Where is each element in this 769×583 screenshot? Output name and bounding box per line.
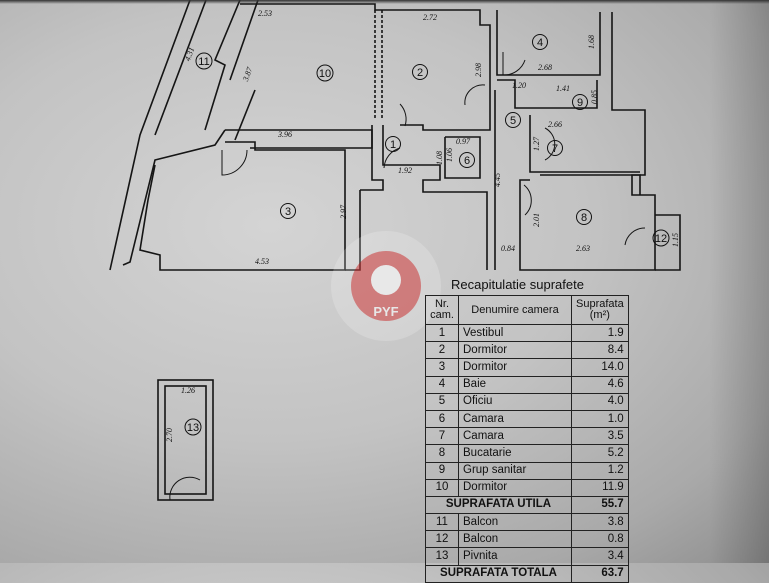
- watermark-logo: PYF: [331, 231, 441, 341]
- svg-text:2.97: 2.97: [339, 204, 348, 219]
- svg-text:1.27: 1.27: [532, 136, 541, 151]
- svg-text:4.53: 4.53: [255, 257, 269, 266]
- room-label-7: 7: [547, 140, 563, 156]
- svg-text:2.72: 2.72: [423, 13, 437, 22]
- svg-text:4.31: 4.31: [183, 46, 196, 62]
- svg-text:9: 9: [577, 97, 583, 109]
- room-label-4: 4: [532, 34, 548, 50]
- svg-text:1.26: 1.26: [181, 386, 195, 395]
- svg-text:11: 11: [198, 56, 209, 68]
- svg-text:1.41: 1.41: [556, 84, 570, 93]
- svg-text:2.68: 2.68: [538, 63, 552, 72]
- room-label-11: 11: [195, 52, 213, 70]
- svg-text:1.92: 1.92: [398, 166, 412, 175]
- room-label-8: 8: [576, 209, 592, 225]
- room-label-13: 13: [184, 418, 202, 436]
- svg-text:4: 4: [537, 37, 543, 49]
- svg-text:1: 1: [390, 139, 396, 151]
- svg-text:0.97: 0.97: [456, 137, 471, 146]
- svg-text:3.87: 3.87: [241, 65, 255, 83]
- room-labels: 1 2 3 4 5 6 7 8 9 10 11 12 13: [184, 34, 670, 436]
- svg-text:5: 5: [510, 115, 516, 127]
- svg-text:7: 7: [552, 143, 558, 155]
- svg-text:2.63: 2.63: [576, 244, 590, 253]
- svg-text:1.08: 1.08: [435, 151, 444, 165]
- svg-text:1.15: 1.15: [671, 233, 680, 247]
- screen-shade: [709, 0, 769, 563]
- svg-text:0.85: 0.85: [590, 90, 599, 104]
- room-label-3: 3: [280, 203, 296, 219]
- svg-text:3.96: 3.96: [277, 130, 292, 139]
- floor-plan: 1 2 3 4 5 6 7 8 9 10 11 12 13 2.53 2.72 …: [109, 0, 681, 501]
- room-label-2: 2: [412, 64, 428, 80]
- svg-text:1.20: 1.20: [512, 81, 526, 90]
- room-label-9: 9: [572, 94, 588, 110]
- svg-text:2.53: 2.53: [258, 9, 272, 18]
- area-summary-table: Nr. cam. Denumire camera Suprafata (m²) …: [425, 295, 629, 583]
- svg-text:8: 8: [581, 212, 587, 224]
- room-label-10: 10: [316, 64, 334, 82]
- screen-edge: [0, 0, 769, 4]
- svg-text:4.45: 4.45: [493, 173, 502, 187]
- svg-text:PYF: PYF: [373, 304, 398, 319]
- dimension-labels: 2.53 2.72 4.31 3.87 3.96 1.92 1.08 1.06 …: [165, 9, 680, 442]
- svg-text:0.84: 0.84: [501, 244, 515, 253]
- room-label-1: 1: [385, 136, 401, 152]
- table-title: Recapitulatie suprafete: [451, 277, 584, 292]
- table-header: Nr. cam. Denumire camera Suprafata (m²): [425, 295, 629, 325]
- svg-text:2.01: 2.01: [532, 213, 541, 227]
- svg-text:3: 3: [285, 206, 291, 218]
- svg-text:1.68: 1.68: [587, 35, 596, 49]
- svg-text:2.66: 2.66: [548, 120, 562, 129]
- svg-text:13: 13: [187, 422, 199, 434]
- room-label-12: 12: [652, 229, 670, 247]
- walls: [109, 0, 681, 501]
- svg-text:10: 10: [319, 68, 331, 80]
- svg-text:1.06: 1.06: [445, 148, 454, 162]
- room-label-6: 6: [459, 152, 475, 168]
- room-label-5: 5: [505, 112, 521, 128]
- svg-text:12: 12: [655, 233, 667, 245]
- svg-text:2.70: 2.70: [165, 428, 174, 442]
- svg-text:2.98: 2.98: [474, 63, 483, 77]
- door-swings: [169, 52, 646, 501]
- svg-text:2: 2: [417, 67, 423, 79]
- svg-text:6: 6: [464, 155, 470, 167]
